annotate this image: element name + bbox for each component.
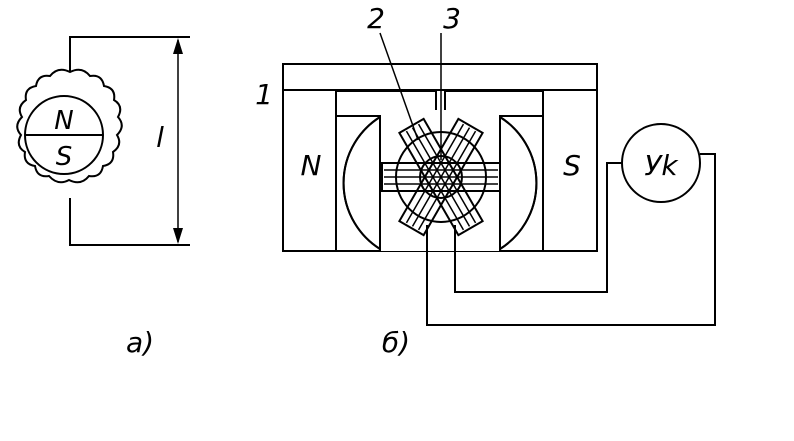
wire-outer	[426, 153, 716, 326]
rotor-blade-diagonal-2	[398, 117, 484, 237]
lead-bottom	[69, 198, 190, 246]
dimension-label: l	[156, 121, 164, 154]
lead-top	[69, 36, 190, 72]
callout-3: 3	[443, 2, 461, 35]
north-pole-face-redraw	[342, 116, 381, 250]
north-pole-shoe	[335, 115, 381, 252]
figure-a: N S l а)	[16, 36, 190, 359]
dimension-arrow-top	[173, 38, 183, 54]
pole-south-label: S	[56, 142, 73, 172]
instrument-label: Уk	[644, 149, 679, 182]
callout-2: 2	[367, 2, 385, 35]
pole-north-label: N	[301, 149, 322, 182]
figure-b: N S	[255, 2, 716, 359]
coil-outline	[16, 68, 123, 184]
wire-inner	[454, 162, 622, 293]
dimension-arrow-bottom	[173, 228, 183, 244]
north-pole-face	[342, 116, 381, 250]
figure-b-caption: б)	[382, 326, 410, 359]
callout-1: 1	[255, 78, 273, 111]
pole-north-label: N	[54, 106, 73, 136]
instrument-circle	[621, 123, 701, 203]
figure-a-caption: а)	[126, 326, 154, 359]
south-pole-face-redraw	[499, 116, 538, 250]
callout-2-leader	[379, 32, 419, 141]
south-pole-face	[499, 116, 538, 250]
pole-south-label: S	[563, 149, 581, 182]
